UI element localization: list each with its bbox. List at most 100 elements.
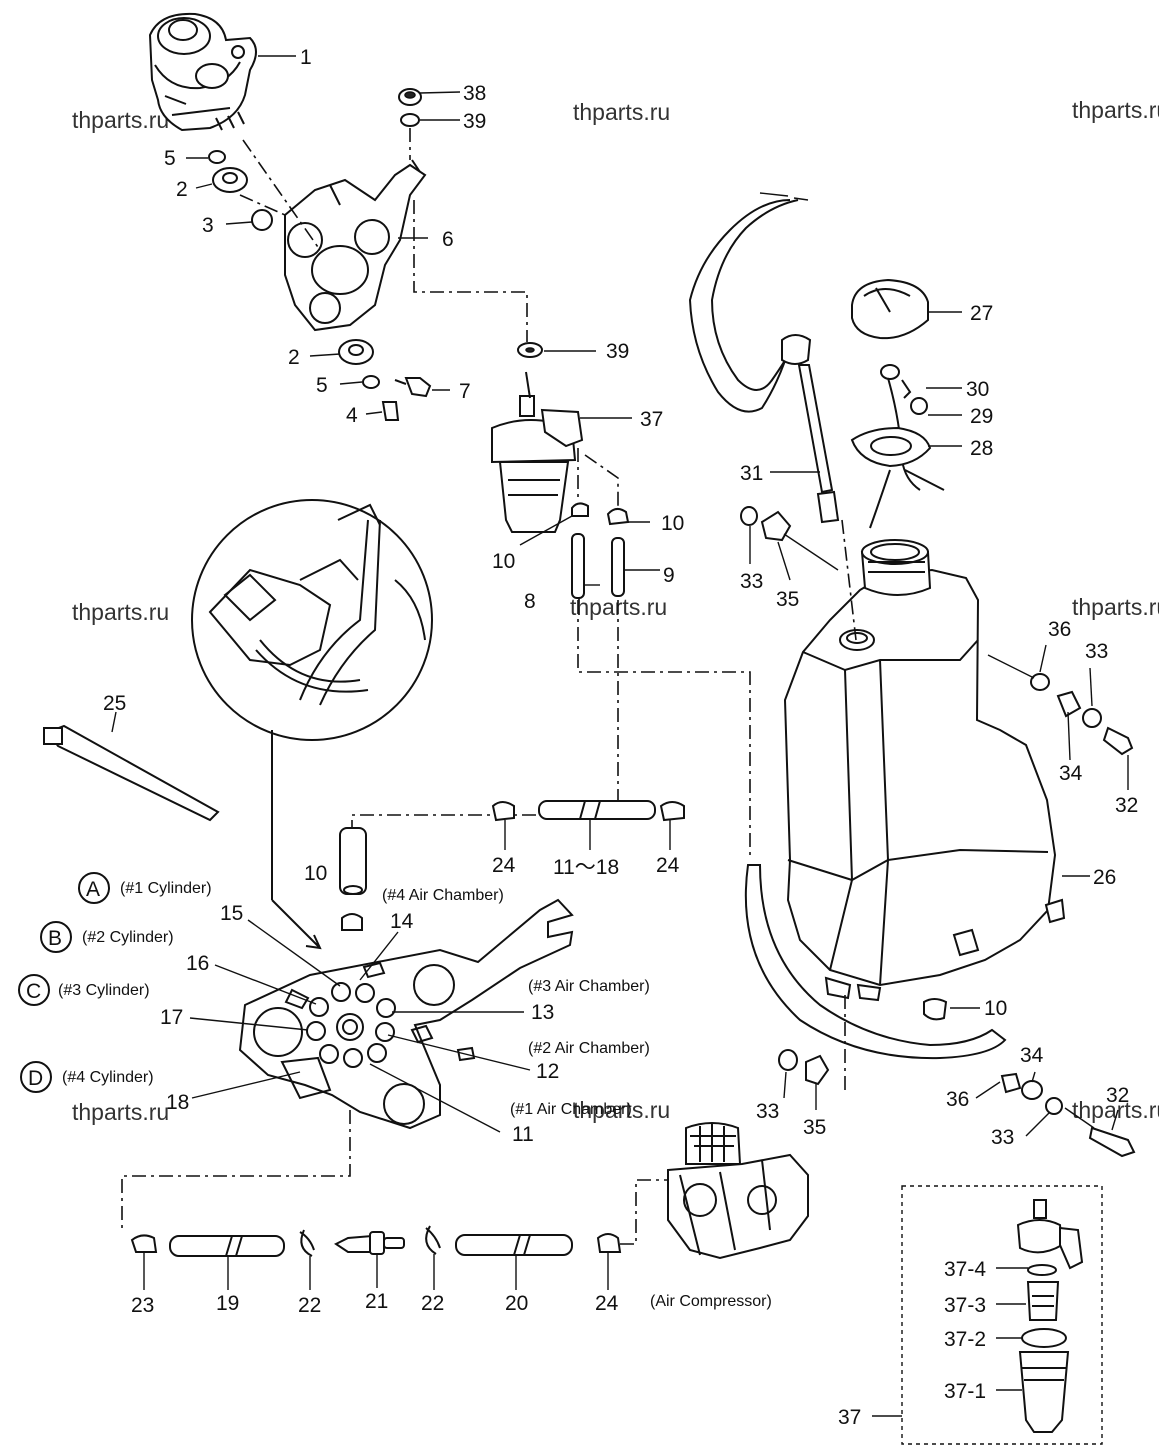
callout-5: 5 <box>316 374 328 397</box>
oil-gauge <box>688 192 840 524</box>
hose-10-left <box>339 827 367 931</box>
cylinder-letter-c: C <box>26 980 41 1003</box>
callout-33: 33 <box>756 1100 779 1123</box>
callout-14: 14 <box>390 910 414 933</box>
watermark: thparts.ru <box>72 1099 169 1125</box>
callout-22: 22 <box>298 1294 321 1317</box>
callout-36: 36 <box>1048 618 1071 641</box>
pump-bracket <box>284 159 427 332</box>
callout-10: 10 <box>661 512 684 535</box>
callout-7: 7 <box>459 380 471 403</box>
callout-24: 24 <box>595 1292 619 1315</box>
callout-10: 10 <box>304 862 327 885</box>
note-air-compressor: (Air Compressor) <box>650 1293 772 1310</box>
cylinder-letter-d: D <box>28 1067 43 1090</box>
watermark: thparts.ru <box>1072 97 1159 123</box>
callout-33: 33 <box>991 1126 1014 1149</box>
watermark: thparts.ru <box>1072 594 1159 620</box>
callout-28: 28 <box>970 437 993 460</box>
callout-34: 34 <box>1020 1044 1044 1067</box>
callout-35: 35 <box>776 588 799 611</box>
callout-33: 33 <box>1085 640 1108 663</box>
callout-11-18: 11～18 <box>553 856 619 879</box>
callout-39: 39 <box>606 340 629 363</box>
callout-9: 9 <box>663 564 675 587</box>
callout-37-2: 37-2 <box>944 1328 986 1351</box>
callout-33: 33 <box>740 570 763 593</box>
cylinder-label-b: (#2 Cylinder) <box>82 929 174 946</box>
callout-32: 32 <box>1115 794 1138 817</box>
hose-row <box>130 1225 622 1257</box>
callout-18: 18 <box>166 1091 189 1114</box>
fuel-cap <box>850 278 945 529</box>
watermarks: thparts.ru thparts.ru thparts.ru thparts… <box>72 97 1159 1125</box>
callout-2: 2 <box>176 178 188 201</box>
cylinder-legend: A (#1 Cylinder) B (#2 Cylinder) C (#3 Cy… <box>18 872 212 1093</box>
leader-lines <box>111 55 1129 1417</box>
chamber-notes: (#4 Air Chamber) (#3 Air Chamber) (#2 Ai… <box>382 887 772 1310</box>
note-air-chamber-2: (#2 Air Chamber) <box>528 1040 650 1057</box>
callout-38: 38 <box>463 82 486 105</box>
callout-13: 13 <box>531 1001 554 1024</box>
oil-pump <box>148 12 257 132</box>
callout-1: 1 <box>300 46 312 69</box>
cable-tie <box>43 724 220 822</box>
note-air-chamber-4: (#4 Air Chamber) <box>382 887 504 904</box>
callout-23: 23 <box>131 1294 154 1317</box>
manifold-plate <box>238 898 574 1130</box>
callout-16: 16 <box>186 952 209 975</box>
nipple-ring <box>306 982 396 1068</box>
callout-35: 35 <box>803 1116 826 1139</box>
cylinder-letter-a: A <box>86 878 100 901</box>
cylinder-label-d: (#4 Cylinder) <box>62 1069 154 1086</box>
callout-24: 24 <box>492 854 516 877</box>
detail-inset <box>191 499 433 950</box>
callout-37-1: 37-1 <box>944 1380 986 1403</box>
callout-3: 3 <box>202 214 214 237</box>
callout-2: 2 <box>288 346 300 369</box>
watermark: thparts.ru <box>72 107 169 133</box>
callout-17: 17 <box>160 1006 183 1029</box>
callout-37-4: 37-4 <box>944 1258 986 1281</box>
callout-29: 29 <box>970 405 993 428</box>
callout-12: 12 <box>536 1060 559 1083</box>
callout-25: 25 <box>103 692 126 715</box>
callout-10: 10 <box>984 997 1007 1020</box>
tank-fasteners <box>740 506 1136 1158</box>
callout-11: 11 <box>512 1123 534 1146</box>
watermark: thparts.ru <box>72 599 169 625</box>
callout-20: 20 <box>505 1292 528 1315</box>
callout-21: 21 <box>365 1290 388 1313</box>
callout-39: 39 <box>463 110 486 133</box>
cylinder-label-c: (#3 Cylinder) <box>58 982 150 999</box>
callout-26: 26 <box>1093 866 1116 889</box>
callout-30: 30 <box>966 378 989 401</box>
callout-32: 32 <box>1106 1084 1129 1107</box>
note-air-chamber-1: (#1 Air Chamber) <box>510 1101 632 1118</box>
callout-27: 27 <box>970 302 993 325</box>
callout-8: 8 <box>524 590 536 613</box>
cylinder-label-a: (#1 Cylinder) <box>120 880 212 897</box>
watermark: thparts.ru <box>573 1097 670 1123</box>
callout-24: 24 <box>656 854 680 877</box>
note-air-chamber-3: (#3 Air Chamber) <box>528 978 650 995</box>
callout-19: 19 <box>216 1292 239 1315</box>
callout-4: 4 <box>346 404 358 427</box>
callout-36: 36 <box>946 1088 969 1111</box>
air-compressor <box>667 1122 809 1260</box>
callout-37-3: 37-3 <box>944 1294 986 1317</box>
cylinder-letter-b: B <box>48 927 62 950</box>
hose-set-11-18 <box>491 800 685 822</box>
callout-37: 37 <box>838 1406 861 1429</box>
fuel-tank <box>783 539 1066 1002</box>
callout-6: 6 <box>442 228 454 251</box>
callout-34: 34 <box>1059 762 1083 785</box>
callout-37: 37 <box>640 408 663 431</box>
watermark: thparts.ru <box>573 99 670 125</box>
callout-15: 15 <box>220 902 243 925</box>
callout-10: 10 <box>492 550 515 573</box>
filter-kit-box <box>901 1185 1103 1445</box>
hoses-8-9 <box>571 502 630 599</box>
grommet-parts <box>208 88 543 421</box>
